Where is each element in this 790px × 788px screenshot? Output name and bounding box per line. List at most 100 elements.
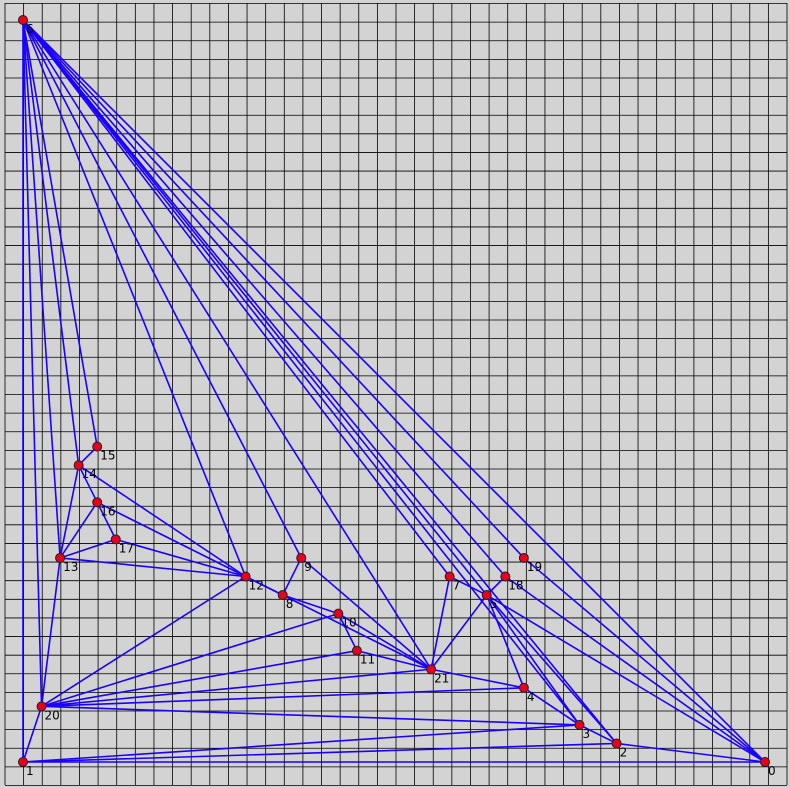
node-14	[73, 460, 84, 471]
node-10	[333, 608, 344, 619]
node-8	[277, 590, 288, 601]
edge-6-18	[22, 19, 506, 578]
edge-9-21	[300, 557, 432, 670]
edge-3-2	[579, 724, 617, 745]
node-label-3: 3	[583, 727, 591, 741]
edge-6-14	[22, 19, 80, 466]
edge-21-5	[430, 594, 488, 670]
edge-8-10	[282, 594, 339, 615]
edge-4-3	[523, 687, 580, 726]
edge-2-0	[616, 742, 766, 763]
edge-20-21	[41, 668, 432, 708]
edge-6-19	[22, 19, 525, 559]
node-label-16: 16	[100, 504, 115, 518]
node-0	[760, 757, 770, 767]
node-label-18: 18	[508, 579, 523, 593]
edge-6-0	[22, 19, 766, 763]
node-15	[92, 441, 103, 452]
node-7	[444, 571, 455, 582]
node-label-0: 0	[768, 764, 776, 778]
edge-5-2	[486, 594, 618, 744]
node-11	[351, 645, 362, 656]
edge-6-3	[22, 19, 581, 726]
node-13	[55, 552, 66, 563]
edge-17-12	[115, 538, 246, 578]
edge-20-13	[40, 557, 61, 707]
edge-5-0	[486, 594, 766, 763]
node-label-8: 8	[286, 597, 294, 611]
edge-13-17	[59, 538, 117, 559]
node-label-21: 21	[434, 671, 449, 685]
node-20	[36, 701, 47, 712]
node-label-11: 11	[360, 653, 375, 667]
edge-19-0	[523, 557, 766, 763]
edge-20-3	[41, 705, 580, 726]
edge-14-16	[77, 464, 98, 503]
edge-6-13	[22, 19, 61, 559]
edge-20-10	[41, 612, 339, 708]
node-label-2: 2	[620, 745, 628, 759]
edge-21-7	[430, 576, 451, 670]
edge-16-12	[96, 501, 246, 578]
node-label-20: 20	[45, 708, 60, 722]
edge-20-4	[41, 687, 524, 708]
edge-1-2	[22, 742, 617, 763]
edge-10-21	[337, 612, 432, 670]
node-label-17: 17	[119, 541, 134, 555]
node-label-5: 5	[490, 597, 498, 611]
node-label-14: 14	[82, 467, 97, 481]
node-label-9: 9	[304, 560, 312, 574]
node-5	[481, 590, 492, 601]
node-label-12: 12	[249, 579, 264, 593]
node-label-13: 13	[63, 560, 78, 574]
edge-5-4	[486, 594, 525, 689]
edge-13-14	[59, 465, 80, 559]
node-18	[500, 571, 511, 582]
node-16	[92, 497, 103, 508]
edge-11-21	[356, 649, 432, 671]
edge-14-12	[78, 464, 247, 578]
edge-6-5	[22, 19, 488, 596]
edges	[22, 19, 766, 763]
edge-6-15	[22, 19, 98, 447]
edge-20-11	[41, 649, 358, 708]
node-2	[611, 738, 622, 749]
node-label-7: 7	[453, 579, 461, 593]
edge-12-21	[245, 575, 432, 670]
edge-13-16	[59, 501, 98, 559]
node-6	[18, 15, 28, 25]
node-label-10: 10	[341, 616, 356, 630]
node-label-1: 1	[26, 764, 34, 778]
edge-10-11	[337, 613, 358, 652]
node-19	[518, 552, 529, 563]
node-label-6: 6	[26, 22, 34, 36]
edge-8-9	[281, 557, 302, 596]
node-3	[574, 719, 585, 730]
edge-20-12	[41, 575, 247, 708]
node-17	[110, 534, 121, 545]
edge-1-3	[22, 724, 580, 763]
node-label-19: 19	[527, 560, 542, 574]
nodes	[18, 15, 770, 767]
edge-6-7	[22, 19, 451, 577]
node-label-4: 4	[527, 690, 535, 704]
edge-6-12	[22, 19, 247, 577]
node-4	[518, 682, 529, 693]
edge-21-4	[430, 668, 525, 689]
edge-13-12	[60, 557, 246, 578]
node-21	[426, 664, 437, 675]
node-9	[296, 552, 307, 563]
edge-5-3	[486, 594, 581, 726]
edge-6-2	[22, 19, 618, 744]
edge-1-20	[22, 706, 43, 763]
node-label-15: 15	[100, 449, 115, 463]
edge-6-20	[22, 19, 43, 707]
edge-7-5	[449, 575, 488, 596]
edge-18-0	[504, 575, 766, 763]
edge-6-21	[22, 19, 432, 670]
node-1	[18, 757, 28, 767]
edge-16-17	[96, 501, 117, 540]
